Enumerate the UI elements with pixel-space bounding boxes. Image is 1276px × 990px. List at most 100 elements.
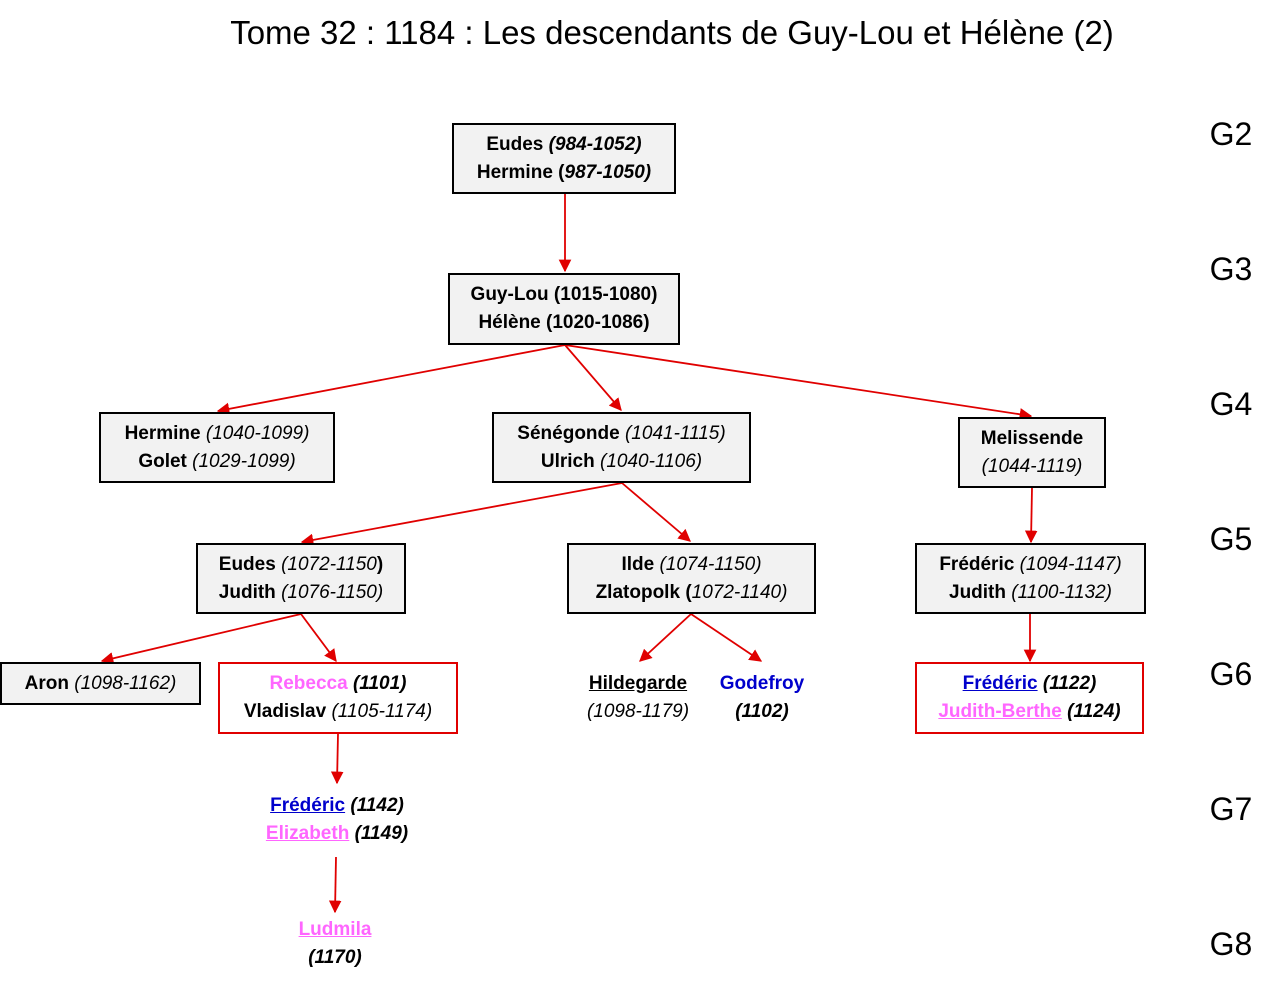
node-line-2: Judith (1100-1132) xyxy=(949,579,1112,607)
edge-guylou-to-senegonde xyxy=(564,344,622,411)
person-name-hermine: Hermine xyxy=(476,161,553,183)
paren-open: ( xyxy=(558,161,565,183)
person-dates: (1105-1174) xyxy=(331,701,433,722)
node-line-1: Eudes (1072-1150) xyxy=(219,551,383,579)
person-name-senegonde: Sénégonde xyxy=(517,422,620,444)
generation-label-g4: G4 xyxy=(1209,386,1253,422)
person-name-elizabeth: Elizabeth xyxy=(265,823,350,844)
node-line-1: Frédéric (1142) xyxy=(270,792,404,820)
person-dates: (1122) xyxy=(1042,673,1097,694)
edge-guylou-to-hermine xyxy=(216,344,566,416)
person-name-golet: Golet xyxy=(138,450,187,472)
edge-senegonde-to-eudes xyxy=(300,482,623,547)
node-line-1: Hermine (1040-1099) xyxy=(125,420,310,448)
person-dates: (1170) xyxy=(308,947,362,968)
edge-ilde-to-hildegarde xyxy=(639,613,692,662)
node-line-1: Frédéric (1094-1147) xyxy=(939,551,1121,579)
edge-rebecca-to-frederic xyxy=(330,733,344,785)
node-melissende: Melissende (1044-1119) xyxy=(958,417,1106,488)
edge-eudes-to-aron xyxy=(100,613,302,665)
generation-label-g2: G2 xyxy=(1209,116,1253,152)
node-rebecca-vladislav: Rebecca (1101) Vladislav (1105-1174) xyxy=(218,662,458,734)
node-line-2: Judith (1076-1150) xyxy=(219,579,383,607)
edge-guylou-to-melissende xyxy=(564,344,1033,421)
node-eudes-hermine: Eudes (984-1052) Hermine (987-1050) xyxy=(452,123,676,194)
node-eudes-judith: Eudes (1072-1150) Judith (1076-1150) xyxy=(196,543,406,614)
node-guylou-helene: Guy-Lou (1015-1080) Hélène (1020-1086) xyxy=(448,273,680,345)
node-line-2: Elizabeth (1149) xyxy=(266,820,408,848)
generation-label-g7: G7 xyxy=(1209,791,1253,827)
diagram-title: Tome 32 : 1184 : Les descendants de Guy-… xyxy=(230,14,1114,51)
node-line-1: Ilde (1074-1150) xyxy=(621,551,761,579)
person-name-frederic: Frédéric xyxy=(962,673,1038,694)
person-dates: (1040-1099) xyxy=(205,422,310,444)
node-line-2: Vladislav (1105-1174) xyxy=(244,698,432,726)
node-frederic-elizabeth: Frédéric (1142) Elizabeth (1149) xyxy=(230,784,444,856)
node-line-2: Judith-Berthe (1124) xyxy=(938,698,1120,726)
paren-close: ) xyxy=(376,553,384,575)
node-godefroy: Godefroy (1102) xyxy=(706,662,818,734)
person-name-hildegarde: Hildegarde xyxy=(588,673,688,694)
person-dates: (1074-1150) xyxy=(659,553,762,575)
person-name-rebecca: Rebecca xyxy=(269,673,348,694)
node-ludmila: Ludmila (1170) xyxy=(270,914,400,974)
person-name-aron: Aron xyxy=(24,672,69,694)
node-hildegarde: Hildegarde (1098-1179) xyxy=(570,662,706,734)
person-name-zlatopolk: Zlatopolk xyxy=(595,581,681,603)
person-dates: (1072-1150 xyxy=(281,553,377,575)
person-dates: (1094-1147) xyxy=(1019,553,1122,575)
person-name-frederic: Frédéric xyxy=(939,553,1015,575)
person-name-judith: Judith xyxy=(949,581,1006,603)
person-dates: (1040-1106) xyxy=(600,450,703,472)
edge-frederic-to-ludmila xyxy=(328,856,342,914)
person-name-ludmila: Ludmila xyxy=(298,919,372,940)
person-dates: (1098-1179) xyxy=(586,701,690,722)
node-aron: Aron (1098-1162) xyxy=(0,662,201,705)
person-name-hermine: Hermine xyxy=(124,422,201,444)
generation-label-g6: G6 xyxy=(1209,656,1253,692)
node-line-1: Aron (1098-1162) xyxy=(25,670,177,698)
node-line-2: Hélène (1020-1086) xyxy=(478,312,650,333)
paren-open: ( xyxy=(685,581,692,603)
edge-ilde-to-godefroy xyxy=(690,613,763,662)
person-name-melissende: Melissende xyxy=(980,427,1084,449)
person-dates: (1101) xyxy=(352,673,407,694)
node-line-1: Sénégonde (1041-1115) xyxy=(517,420,725,448)
person-dates: (1098-1162) xyxy=(74,672,177,694)
node-ilde-zlatopolk: Ilde (1074-1150) Zlatopolk (1072-1140) xyxy=(567,543,816,614)
person-name-ulrich: Ulrich xyxy=(540,450,595,472)
person-dates: (984-1052) xyxy=(548,133,642,155)
node-frederic-judith: Frédéric (1094-1147) Judith (1100-1132) xyxy=(915,543,1146,614)
generation-label-g5: G5 xyxy=(1209,521,1253,557)
person-name-vladislav: Vladislav xyxy=(243,701,327,722)
person-dates: (1149) xyxy=(354,823,409,844)
node-line-2: Ulrich (1040-1106) xyxy=(541,448,702,476)
generation-label-g3: G3 xyxy=(1209,251,1253,287)
person-name-judith-berthe: Judith-Berthe xyxy=(938,701,1062,722)
node-hermine-golet: Hermine (1040-1099) Golet (1029-1099) xyxy=(99,412,335,483)
node-line-1: Eudes (984-1052) xyxy=(486,131,641,159)
person-name-eudes: Eudes xyxy=(218,553,276,575)
person-dates: (1102) xyxy=(735,701,789,722)
person-dates: 987-1050) xyxy=(564,161,652,183)
person-dates: (1041-1115) xyxy=(624,422,726,444)
node-senegonde-ulrich: Sénégonde (1041-1115) Ulrich (1040-1106) xyxy=(492,412,751,483)
person-dates: (1100-1132) xyxy=(1011,581,1112,603)
person-name-ilde: Ilde xyxy=(621,553,655,575)
edge-melissende-to-frederic xyxy=(1024,487,1038,544)
node-line-1: Guy-Lou (1015-1080) xyxy=(470,284,658,305)
person-dates: (1142) xyxy=(350,795,404,816)
node-line-1: Frédéric (1122) xyxy=(963,670,1097,698)
node-line-2: Zlatopolk (1072-1140) xyxy=(596,579,788,607)
person-name-judith: Judith xyxy=(218,581,276,603)
person-name-frederic: Frédéric xyxy=(270,795,346,816)
node-line-1: Rebecca (1101) xyxy=(270,670,407,698)
person-dates: 1072-1140) xyxy=(691,581,788,603)
edge-senegonde-to-ilde xyxy=(621,482,691,542)
person-name-godefroy: Godefroy xyxy=(719,673,805,694)
generation-label-g8: G8 xyxy=(1209,926,1253,962)
person-name-eudes: Eudes xyxy=(486,133,544,155)
edge-eudes-to-rebecca xyxy=(300,613,337,663)
person-dates: (1124) xyxy=(1067,701,1121,722)
